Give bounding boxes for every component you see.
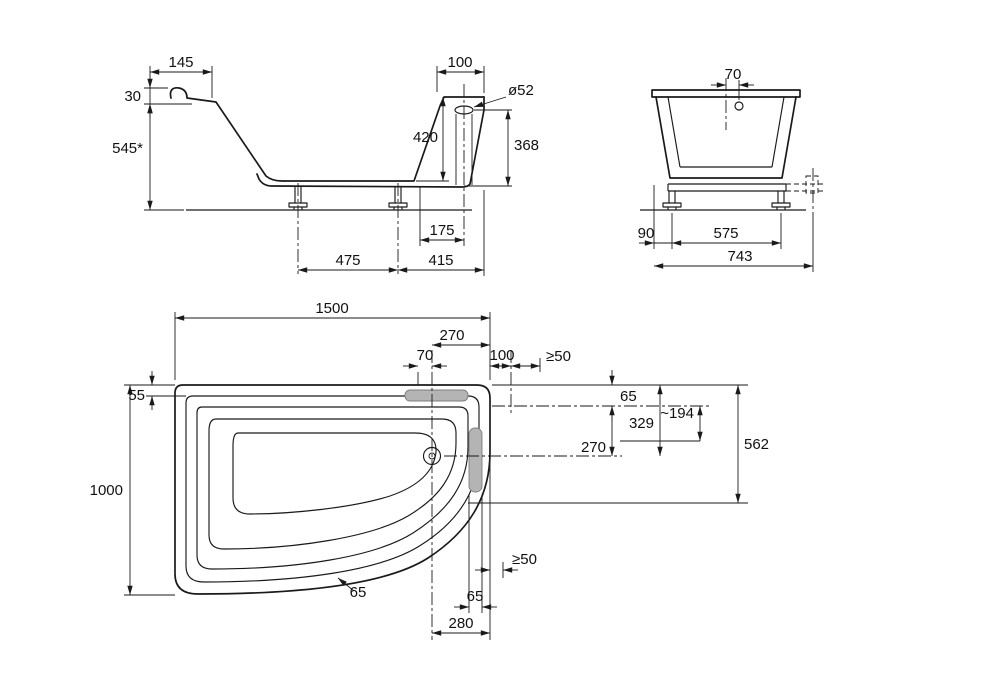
end-drain-hole [734, 101, 744, 111]
side-tub-profile [169, 86, 485, 182]
dim-65-bottom: 65 [467, 588, 484, 605]
dim-420: 420 [413, 129, 438, 146]
end-elevation-view: 70 90 575 743 [638, 66, 826, 272]
side-leg-right [388, 187, 408, 210]
dim-545: 545* [112, 140, 143, 157]
dim-100-plan: 100 [489, 347, 514, 364]
dim-415: 415 [428, 252, 453, 269]
end-leg-left [662, 191, 682, 210]
dim-1000: 1000 [90, 482, 123, 499]
dim-562: 562 [744, 436, 769, 453]
dim-100: 100 [447, 54, 472, 71]
plan-rim-inner-contour [185, 395, 480, 583]
plan-second-contour [196, 406, 469, 570]
dim-65-rim: 65 [350, 584, 367, 601]
side-centerlines [297, 84, 465, 274]
dim-270-top: 270 [439, 327, 464, 344]
dim-70-end: 70 [725, 66, 742, 83]
plan-view: 1500 270 70 100 ≥50 55 1000 65 ~194 329 … [90, 300, 769, 640]
end-dimension-furniture [639, 80, 814, 272]
plan-basin-floor [232, 432, 437, 515]
dim-145: 145 [168, 54, 193, 71]
plan-basin-edge [208, 418, 457, 550]
end-walls-outer [655, 96, 797, 179]
plan-tub-outline [174, 384, 491, 595]
dim-1500: 1500 [315, 300, 348, 317]
dim-dia52: ø52 [508, 82, 534, 99]
dim-175: 175 [429, 222, 454, 239]
dim-70-plan: 70 [417, 347, 434, 364]
dim-280: 280 [448, 615, 473, 632]
grip-handle [468, 427, 483, 493]
plan-drain-center [428, 452, 436, 460]
side-elevation-view: 145 100 30 545* 420 ø52 368 175 475 415 [112, 54, 539, 276]
end-walls-inner [667, 96, 785, 168]
dim-194: ~194 [660, 405, 694, 422]
dim-30: 30 [124, 88, 141, 105]
dim-55: 55 [128, 387, 145, 404]
headrest [404, 389, 469, 402]
dim-ge50-top: ≥50 [546, 348, 571, 365]
end-leg-right [771, 191, 791, 210]
dim-575: 575 [713, 225, 738, 242]
side-drain-pipe [455, 114, 473, 185]
dim-475: 475 [335, 252, 360, 269]
dim-329: 329 [629, 415, 654, 432]
dim-743: 743 [727, 248, 752, 265]
plan-centerlines [431, 350, 710, 640]
end-support-frame [667, 183, 787, 192]
side-dimension-furniture [144, 66, 512, 276]
dim-90: 90 [638, 225, 655, 242]
plan-dimension-furniture [124, 312, 748, 640]
dim-ge50-bottom: ≥50 [512, 551, 537, 568]
end-centerlines [725, 78, 814, 218]
dim-270-right: 270 [581, 439, 606, 456]
dim-65-right: 65 [620, 388, 637, 405]
dim-368: 368 [514, 137, 539, 154]
side-leg-left [288, 187, 308, 210]
end-wall-bracket [786, 175, 826, 194]
side-tub-shell-outer [256, 96, 485, 188]
